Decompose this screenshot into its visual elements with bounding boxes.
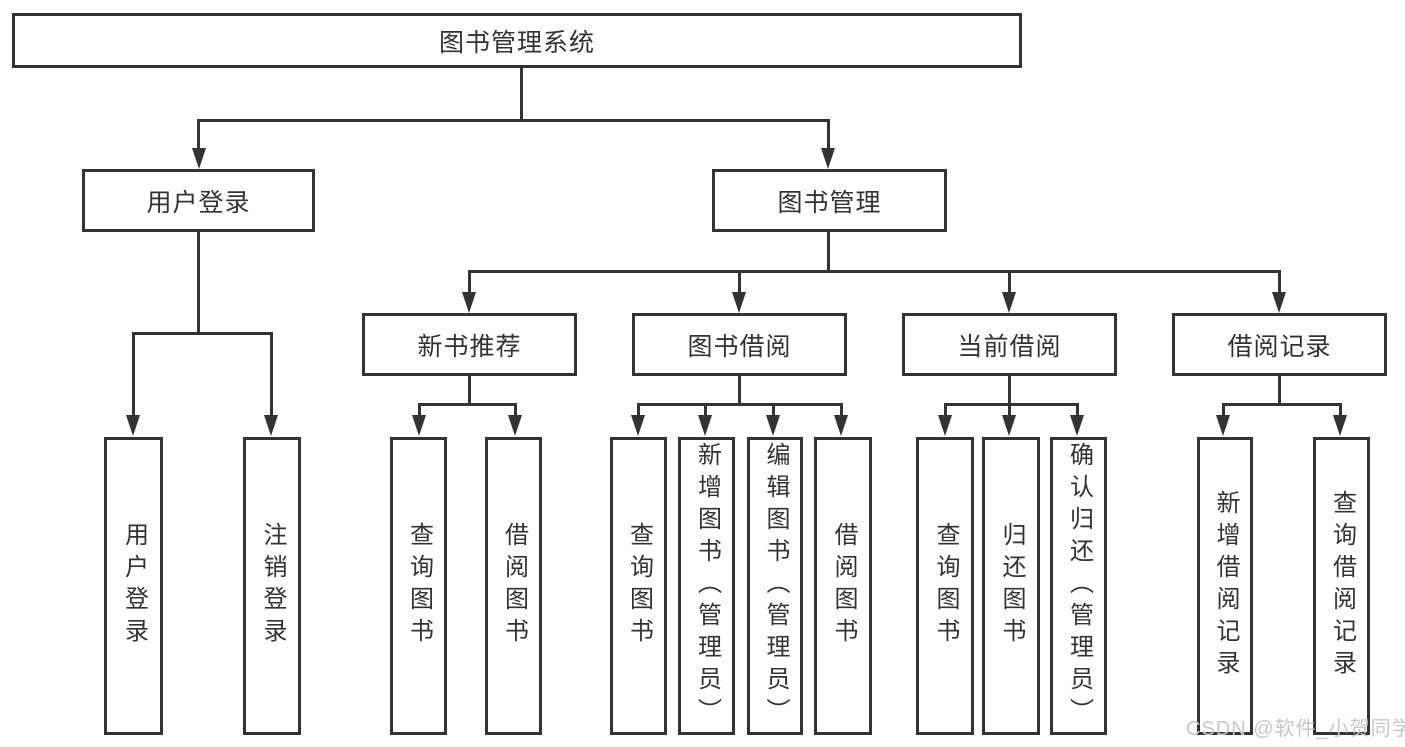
- node-book-management: 图书管理: [712, 169, 947, 232]
- node-borrow-records: 借阅记录: [1172, 313, 1387, 376]
- arrow-down-icon: [192, 148, 206, 169]
- connector-root-stem-left: [197, 119, 200, 149]
- node-book-borrow: 图书借阅: [632, 313, 847, 376]
- watermark: CSDN @软件_小贺同学: [1186, 718, 1405, 740]
- connector-g2-stem-2: [704, 403, 707, 416]
- leaf-cb-query-book: 查询图书: [916, 437, 974, 735]
- connector-g2-stem-4: [840, 403, 843, 416]
- connector-g1-vline: [468, 376, 471, 406]
- arrow-down-icon: [698, 415, 712, 436]
- node-current-borrow: 当前借阅: [902, 313, 1117, 376]
- connector-book-mgmt-stem-2: [738, 270, 741, 294]
- connector-user-login-stem-1: [132, 332, 135, 416]
- connector-g3-hline: [944, 403, 1078, 406]
- connector-g3-stem-2: [1008, 403, 1011, 416]
- leaf-bb-add-book-admin: 新增图书（管理员）: [678, 437, 735, 735]
- connector-g3-stem-1: [944, 403, 947, 416]
- arrow-down-icon: [834, 415, 848, 436]
- leaf-user-login: 用户登录: [104, 437, 163, 735]
- arrow-down-icon: [412, 415, 426, 436]
- connector-g1-hline: [418, 403, 517, 406]
- connector-book-mgmt-stem-4: [1278, 270, 1281, 294]
- node-new-book-recommend: 新书推荐: [362, 313, 577, 376]
- leaf-bb-query-book: 查询图书: [610, 437, 667, 735]
- connector-g2-hline: [637, 403, 842, 406]
- connector-g2-stem-1: [637, 403, 640, 416]
- connector-g1-stem-2: [514, 403, 517, 416]
- arrow-down-icon: [1002, 415, 1016, 436]
- arrow-down-icon: [821, 148, 835, 169]
- leaf-cb-confirm-return-admin: 确认归还（管理员）: [1050, 437, 1107, 735]
- arrow-down-icon: [462, 292, 476, 313]
- leaf-logout: 注销登录: [243, 437, 301, 735]
- arrow-down-icon: [1333, 415, 1347, 436]
- arrow-down-icon: [1216, 415, 1230, 436]
- arrow-down-icon: [1070, 415, 1084, 436]
- connector-book-mgmt-vline: [827, 232, 830, 273]
- connector-book-mgmt-stem-3: [1008, 270, 1011, 294]
- connector-root-stem-right: [827, 119, 830, 149]
- leaf-rec-query-book: 查询图书: [390, 437, 447, 735]
- arrow-down-icon: [766, 415, 780, 436]
- connector-root-vline: [520, 68, 523, 120]
- leaf-bb-borrow-book: 借阅图书: [814, 437, 872, 735]
- connector-g1-stem-1: [418, 403, 421, 416]
- arrow-down-icon: [938, 415, 952, 436]
- connector-book-mgmt-hline: [468, 270, 1281, 273]
- node-user-login: 用户登录: [82, 169, 315, 232]
- arrow-down-icon: [508, 415, 522, 436]
- arrow-down-icon: [732, 292, 746, 313]
- arrow-down-icon: [631, 415, 645, 436]
- arrow-down-icon: [1002, 292, 1016, 313]
- connector-g2-stem-3: [772, 403, 775, 416]
- leaf-rec-borrow-book: 借阅图书: [485, 437, 542, 735]
- connector-root-hline: [197, 119, 830, 122]
- leaf-bb-edit-book-admin: 编辑图书（管理员）: [747, 437, 803, 735]
- connector-g2-vline: [738, 376, 741, 406]
- connector-book-mgmt-stem-1: [468, 270, 471, 294]
- connector-g4-stem-1: [1222, 403, 1225, 416]
- leaf-br-add-record: 新增借阅记录: [1197, 437, 1253, 735]
- connector-user-login-stem-2: [270, 332, 273, 416]
- connector-g3-stem-3: [1076, 403, 1079, 416]
- connector-g4-hline: [1222, 403, 1342, 406]
- connector-g4-stem-2: [1339, 403, 1342, 416]
- arrow-down-icon: [1272, 292, 1286, 313]
- arrow-down-icon: [126, 415, 140, 436]
- connector-user-login-hline: [132, 332, 273, 335]
- leaf-cb-return-book: 归还图书: [982, 437, 1040, 735]
- connector-g4-vline: [1278, 376, 1281, 406]
- connector-g3-vline: [1008, 376, 1011, 406]
- arrow-down-icon: [264, 415, 278, 436]
- connector-user-login-vline: [197, 232, 200, 335]
- leaf-br-query-record: 查询借阅记录: [1313, 437, 1370, 735]
- node-root: 图书管理系统: [12, 13, 1022, 68]
